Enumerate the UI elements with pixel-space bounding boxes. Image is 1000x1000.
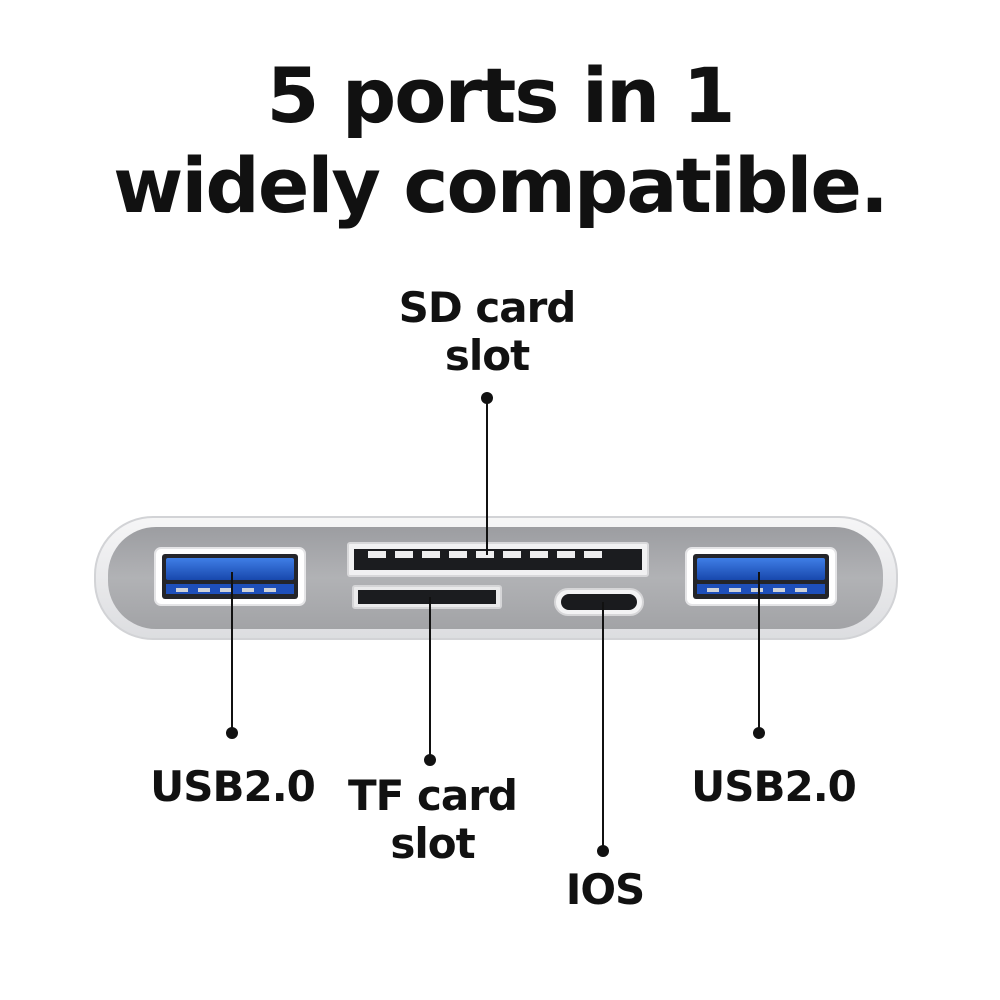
callout-label-tf-card-line2: slot <box>390 819 475 868</box>
usb-port-icon <box>154 547 306 606</box>
callout-label-tf-card-line1: TF card <box>348 771 518 820</box>
callout-dot-ios <box>597 845 609 857</box>
callout-label-usb-left-text: USB2.0 <box>150 762 316 811</box>
callout-label-usb-left: USB2.0 <box>140 763 325 811</box>
callout-dot-tf <box>424 754 436 766</box>
callout-dot-usb-right <box>753 727 765 739</box>
headline-line-2: widely compatible. <box>113 141 889 230</box>
callout-label-ios: IOS <box>545 866 665 914</box>
usb-port-icon <box>685 547 837 606</box>
tf-slot-icon <box>352 585 502 609</box>
callout-label-sd-card-line1: SD card <box>398 283 577 332</box>
callout-label-sd-card-line2: slot <box>444 331 530 380</box>
headline-line-1: 5 ports in 1 <box>266 51 736 140</box>
callout-label-ios-text: IOS <box>565 865 646 914</box>
callout-label-usb-right: USB2.0 <box>681 763 866 811</box>
callout-label-usb-right-text: USB2.0 <box>691 762 857 811</box>
callout-dot-sd <box>481 392 493 404</box>
callout-label-tf-card: TF card slot <box>330 772 535 868</box>
callout-dot-usb-left <box>226 727 238 739</box>
sd-slot-icon <box>347 542 649 577</box>
lightning-port-icon <box>554 588 644 616</box>
callout-label-sd-card: SD card slot <box>382 284 592 380</box>
